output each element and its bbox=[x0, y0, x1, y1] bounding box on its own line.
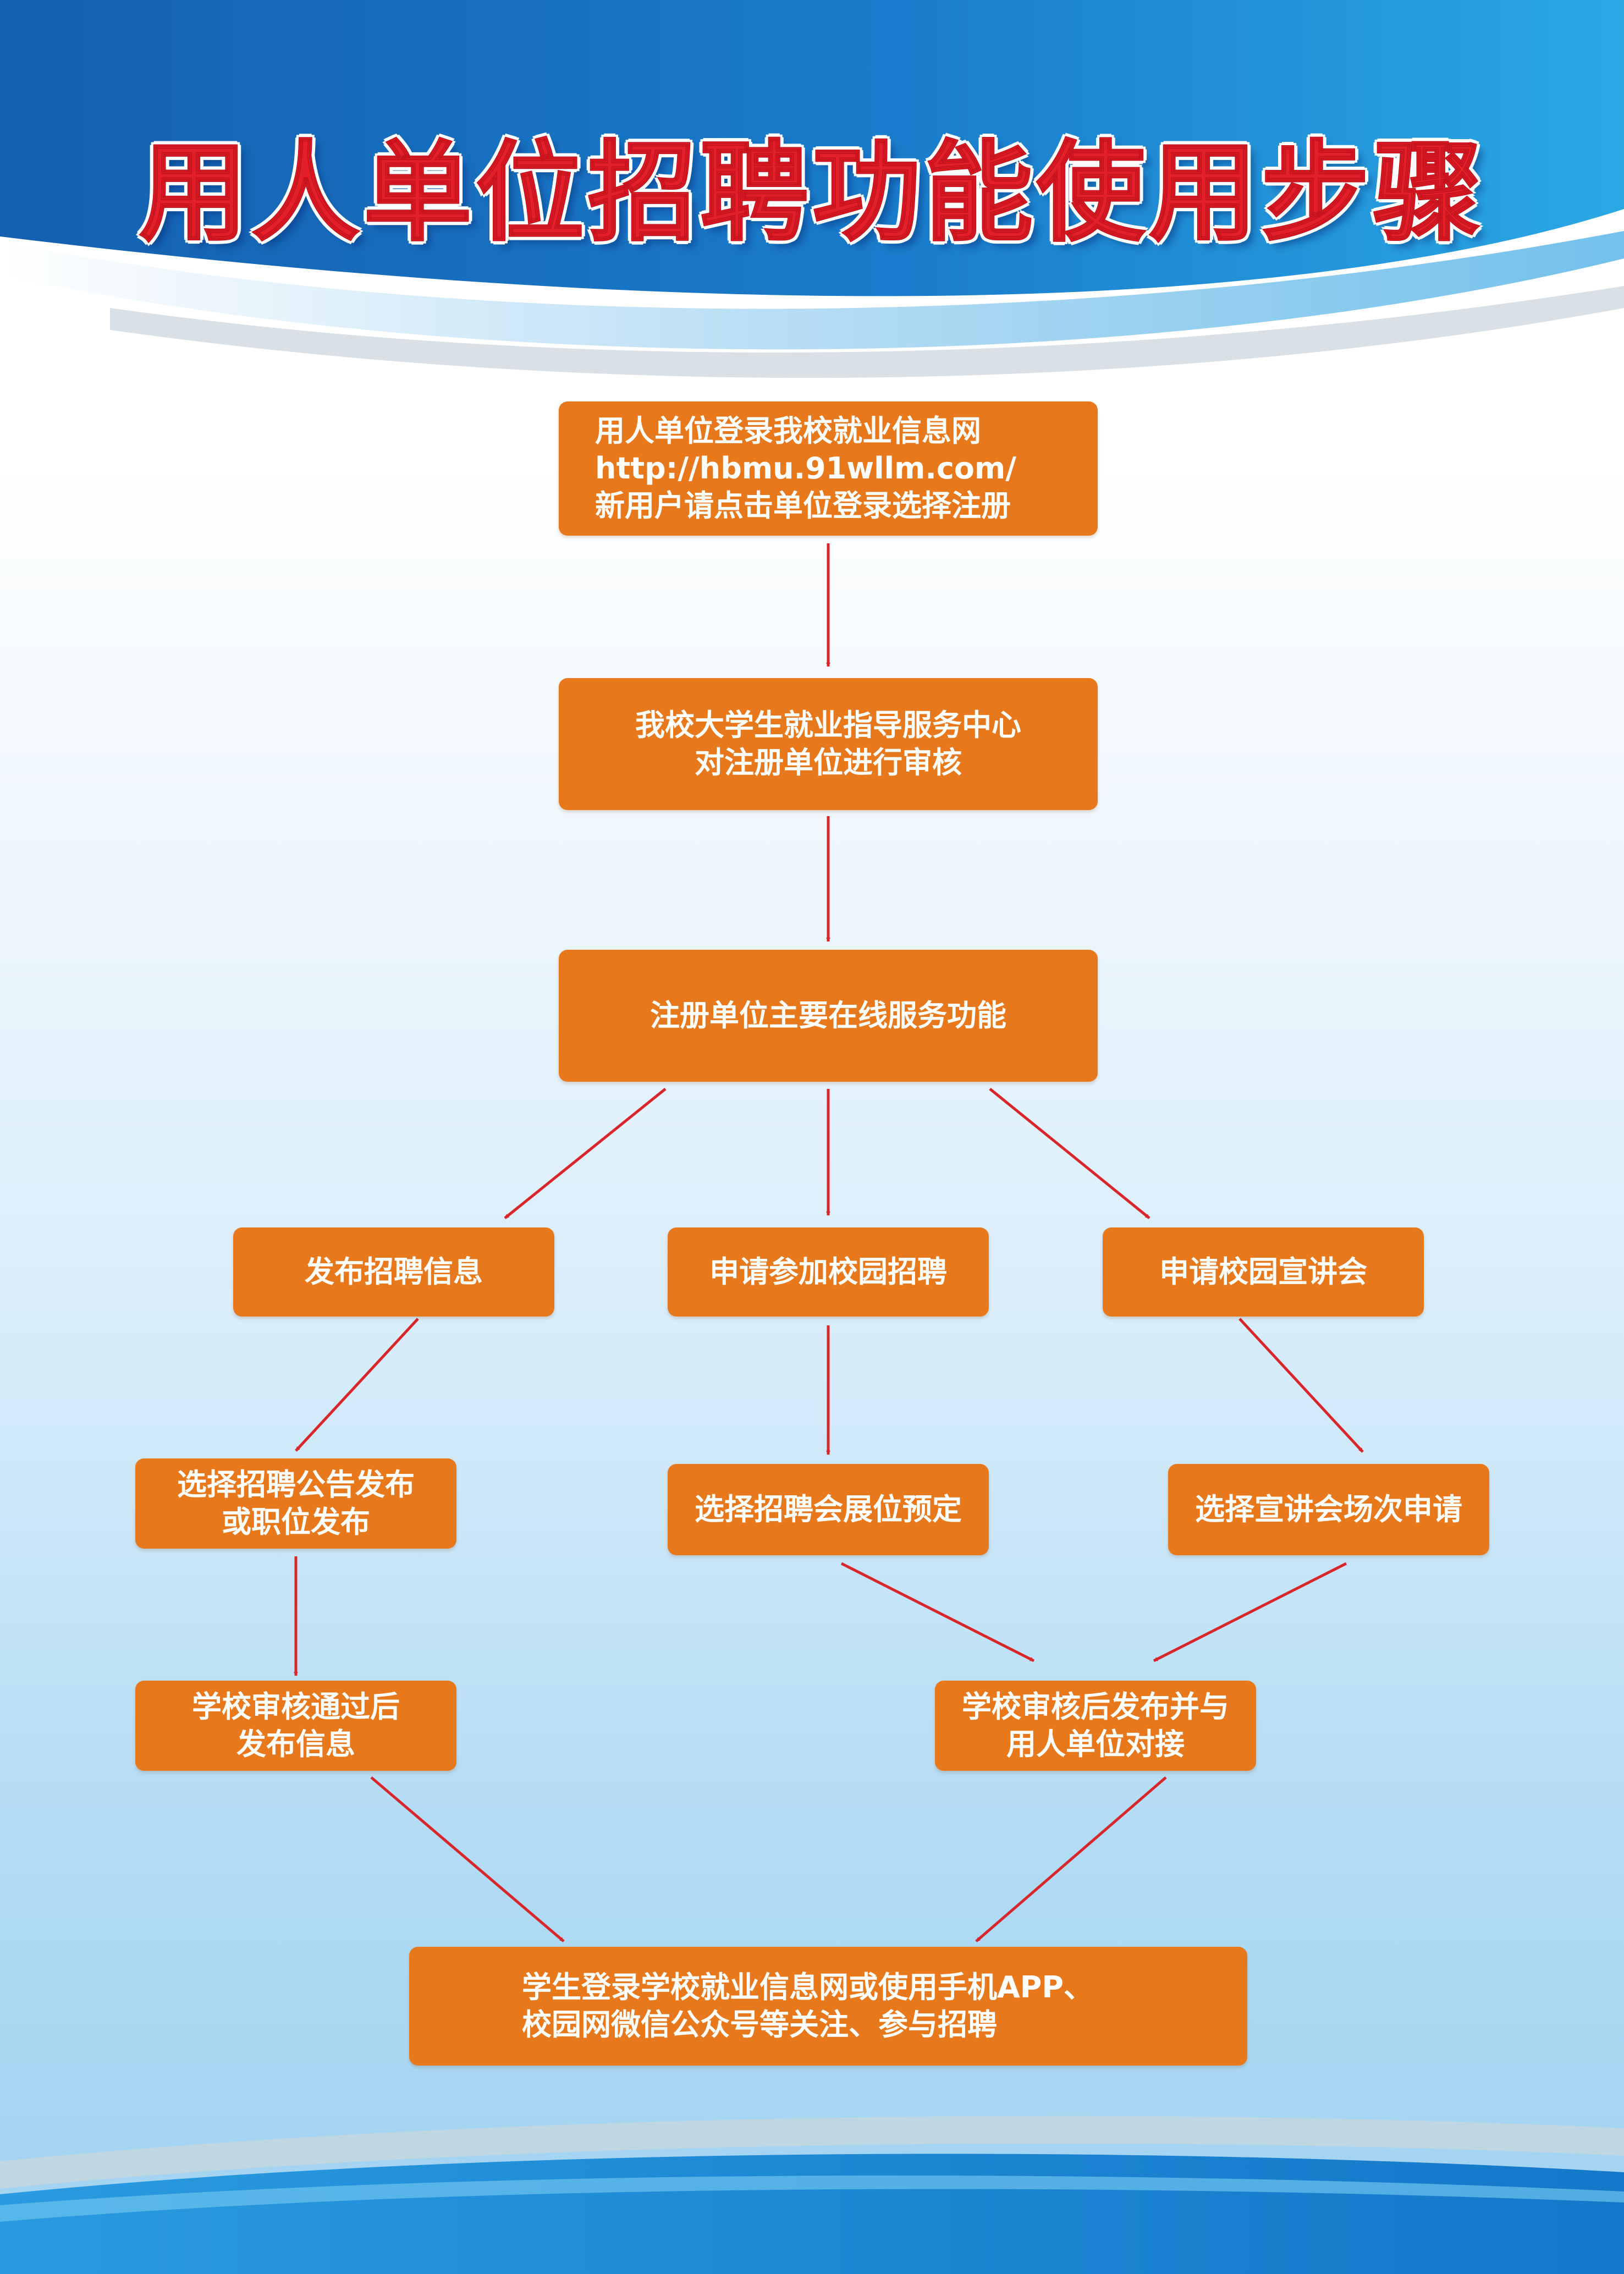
step-choose-session-line1: 选择宣讲会场次申请 bbox=[1195, 1492, 1462, 1527]
step-school-approve-publish-line1: 学校审核通过后 bbox=[192, 1689, 400, 1724]
step-school-approve-publish-line2: 发布信息 bbox=[236, 1727, 355, 1761]
step-publish-line1: 发布招聘信息 bbox=[305, 1254, 483, 1289]
header-band bbox=[0, 0, 1624, 296]
step-login-box: 用人单位登录我校就业信息网 http://hbmu.91wllm.com/ 新用… bbox=[559, 401, 1098, 536]
step-students-line1: 学生登录学校就业信息网或使用手机APP、 bbox=[522, 1970, 1093, 2005]
header-swoosh bbox=[0, 231, 1624, 350]
step-school-approve-connect-box: 学校审核后发布并与 用人单位对接 bbox=[935, 1681, 1256, 1771]
step-campus-talk-box: 申请校园宣讲会 bbox=[1103, 1227, 1424, 1317]
step-login-line1: 用人单位登录我校就业信息网 bbox=[595, 414, 981, 448]
step-school-approve-connect-line1: 学校审核后发布并与 bbox=[962, 1689, 1229, 1724]
step-publish-box: 发布招聘信息 bbox=[233, 1227, 554, 1317]
step-choose-booth-line1: 选择招聘会展位预定 bbox=[695, 1492, 962, 1527]
step-choose-session-box: 选择宣讲会场次申请 bbox=[1168, 1464, 1489, 1555]
step-campus-recruit-box: 申请参加校园招聘 bbox=[668, 1227, 989, 1317]
step-login-url: http://hbmu.91wllm.com/ bbox=[595, 451, 1017, 486]
step-services-box: 注册单位主要在线服务功能 bbox=[559, 950, 1098, 1082]
header-swoosh-grey bbox=[110, 286, 1624, 378]
footer-swoosh-light bbox=[0, 2175, 1624, 2222]
step-review-line1: 我校大学生就业指导服务中心 bbox=[635, 708, 1021, 742]
step-choose-booth-box: 选择招聘会展位预定 bbox=[668, 1464, 989, 1555]
step-school-approve-connect-line2: 用人单位对接 bbox=[1006, 1727, 1185, 1761]
footer-swoosh-grey bbox=[0, 2116, 1624, 2189]
step-choose-notice-line1: 选择招聘公告发布 bbox=[177, 1467, 415, 1502]
step-campus-recruit-line1: 申请参加校园招聘 bbox=[709, 1254, 947, 1289]
step-review-box: 我校大学生就业指导服务中心 对注册单位进行审核 bbox=[559, 678, 1098, 810]
footer-band bbox=[0, 2154, 1624, 2274]
step-campus-talk-line1: 申请校园宣讲会 bbox=[1159, 1254, 1367, 1289]
step-choose-notice-line2: 或职位发布 bbox=[222, 1505, 370, 1539]
step-services-line1: 注册单位主要在线服务功能 bbox=[650, 998, 1006, 1033]
step-students-line2: 校园网微信公众号等关注、参与招聘 bbox=[522, 2007, 997, 2042]
step-review-line2: 对注册单位进行审核 bbox=[695, 745, 962, 780]
page-title: 用人单位招聘功能使用步骤 bbox=[139, 128, 1485, 257]
step-choose-notice-box: 选择招聘公告发布 或职位发布 bbox=[135, 1458, 456, 1549]
step-login-line3: 新用户请点击单位登录选择注册 bbox=[595, 488, 1011, 523]
step-students-box: 学生登录学校就业信息网或使用手机APP、 校园网微信公众号等关注、参与招聘 bbox=[409, 1947, 1247, 2066]
step-school-approve-publish-box: 学校审核通过后 发布信息 bbox=[135, 1681, 456, 1771]
